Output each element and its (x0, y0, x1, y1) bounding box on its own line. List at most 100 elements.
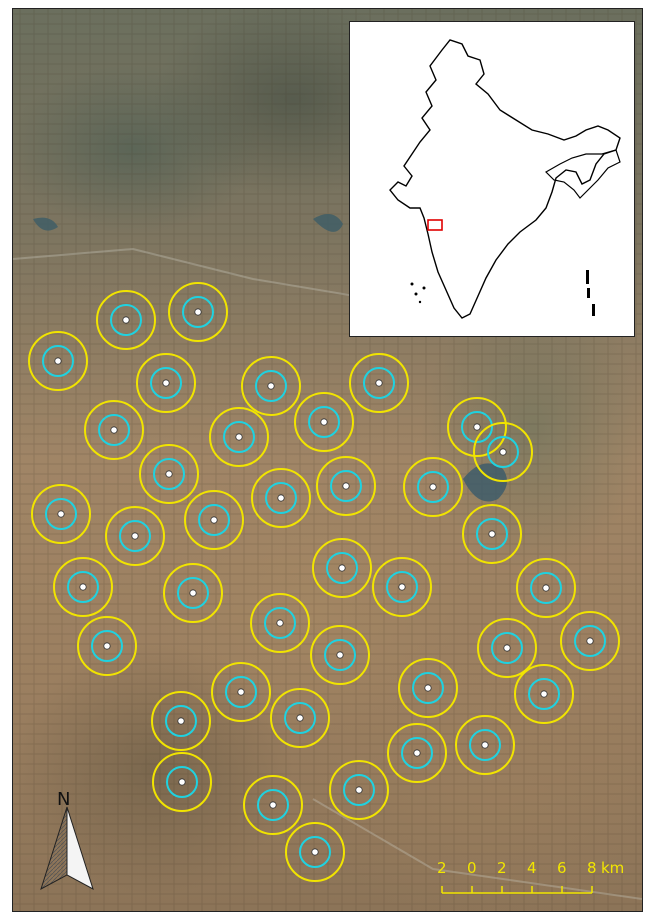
site-marker (349, 353, 409, 413)
scale-tick-label: 2 (497, 859, 507, 877)
site-marker (96, 290, 156, 350)
site-marker (447, 397, 507, 457)
outer-buffer-ring (462, 504, 522, 564)
outer-buffer-ring (105, 506, 165, 566)
road (13, 247, 434, 310)
inner-buffer-ring (119, 520, 151, 552)
site-point (54, 357, 62, 365)
scale-tick-label: 6 (557, 859, 567, 877)
outer-buffer-ring (514, 664, 574, 724)
outer-buffer-ring (151, 691, 211, 751)
scale-unit: km (601, 859, 625, 877)
inner-buffer-ring (530, 572, 562, 604)
site-point (165, 470, 173, 478)
site-point (57, 510, 65, 518)
outer-buffer-ring (285, 822, 345, 882)
inner-buffer-ring (363, 367, 395, 399)
inner-buffer-ring (264, 607, 296, 639)
site-point (540, 690, 548, 698)
site-point (586, 637, 594, 645)
outer-buffer-ring (270, 688, 330, 748)
scale-bar: 2 0 2 4 6 8 km (435, 853, 635, 903)
outer-buffer-ring (560, 611, 620, 671)
outer-buffer-ring (163, 563, 223, 623)
inner-buffer-ring (343, 774, 375, 806)
site-point (131, 532, 139, 540)
site-point (237, 688, 245, 696)
outer-buffer-ring (31, 484, 91, 544)
site-marker (105, 506, 165, 566)
site-point (481, 741, 489, 749)
inner-buffer-ring (153, 458, 185, 490)
site-marker (270, 688, 330, 748)
inner-buffer-ring (401, 737, 433, 769)
inner-buffer-ring (330, 470, 362, 502)
reservoir (463, 463, 507, 502)
arrow-right-half (66, 806, 94, 891)
site-point (488, 530, 496, 538)
site-point (276, 619, 284, 627)
site-point (320, 418, 328, 426)
site-marker (211, 662, 271, 722)
outer-buffer-ring (211, 662, 271, 722)
site-point (311, 848, 319, 856)
site-marker (329, 760, 389, 820)
site-point (235, 433, 243, 441)
island (418, 300, 422, 304)
outer-buffer-ring (241, 356, 301, 416)
outer-buffer-ring (209, 407, 269, 467)
scale-tick-label: 2 (437, 859, 447, 877)
outer-buffer-ring (403, 457, 463, 517)
inner-buffer-ring (412, 672, 444, 704)
site-marker (372, 557, 432, 617)
site-marker (31, 484, 91, 544)
site-marker (184, 490, 244, 550)
site-marker (312, 538, 372, 598)
site-marker (477, 618, 537, 678)
site-marker (77, 616, 137, 676)
site-marker (316, 456, 376, 516)
inner-buffer-ring (265, 482, 297, 514)
lakshadweep-islands (410, 282, 426, 304)
outer-buffer-ring (136, 353, 196, 413)
site-marker (560, 611, 620, 671)
road (312, 798, 642, 900)
north-label: N (57, 789, 71, 810)
site-marker (455, 715, 515, 775)
site-marker (294, 392, 354, 452)
site-marker (473, 422, 533, 482)
scale-tick-label: 8 (587, 859, 597, 877)
outer-buffer-ring (387, 723, 447, 783)
india-outline-map (389, 39, 621, 319)
outer-buffer-ring (398, 658, 458, 718)
site-marker (285, 822, 345, 882)
inner-buffer-ring (225, 676, 257, 708)
inner-buffer-ring (177, 577, 209, 609)
site-marker (387, 723, 447, 783)
inner-buffer-ring (461, 411, 493, 443)
site-marker (84, 400, 144, 460)
inner-buffer-ring (308, 406, 340, 438)
island (414, 292, 418, 296)
site-marker (152, 752, 212, 812)
site-point (375, 379, 383, 387)
island (592, 304, 595, 316)
outer-buffer-ring (77, 616, 137, 676)
outer-buffer-ring (310, 625, 370, 685)
island (586, 270, 589, 284)
scale-tick-label: 4 (527, 859, 537, 877)
site-point (542, 584, 550, 592)
inner-buffer-ring (417, 471, 449, 503)
satellite-map-frame: N 2 0 2 4 6 8 km (12, 8, 643, 912)
outer-buffer-ring (28, 331, 88, 391)
inner-buffer-ring (166, 766, 198, 798)
study-area-highlight (427, 219, 443, 231)
site-point (210, 516, 218, 524)
site-point (277, 494, 285, 502)
site-point (503, 644, 511, 652)
scale-bar-line (441, 886, 593, 894)
outer-buffer-ring (516, 558, 576, 618)
lake (313, 214, 343, 232)
outer-buffer-ring (473, 422, 533, 482)
inner-buffer-ring (198, 504, 230, 536)
